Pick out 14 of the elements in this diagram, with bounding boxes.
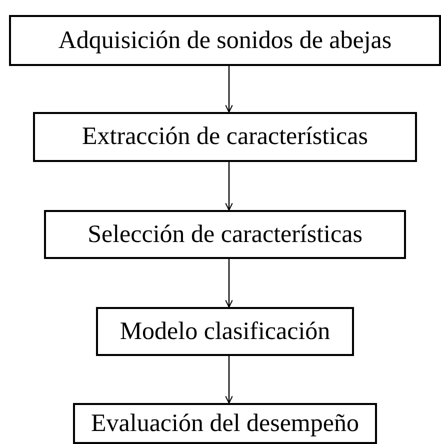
process-box [44,210,406,259]
box-label: Adquisición de sonidos de abejas [58,26,392,54]
process-box [9,15,441,66]
box-label: Modelo clasificación [120,318,330,346]
arrow [224,162,234,211]
arrow [224,356,234,404]
box-label: Extracción de características [82,123,368,151]
process-box [73,403,377,444]
arrow [224,259,234,308]
arrow [224,66,234,113]
box-label: Evaluación del desempeño [91,410,359,438]
process-box [96,307,354,356]
process-box [33,112,417,162]
box-label: Selección de características [88,220,362,248]
